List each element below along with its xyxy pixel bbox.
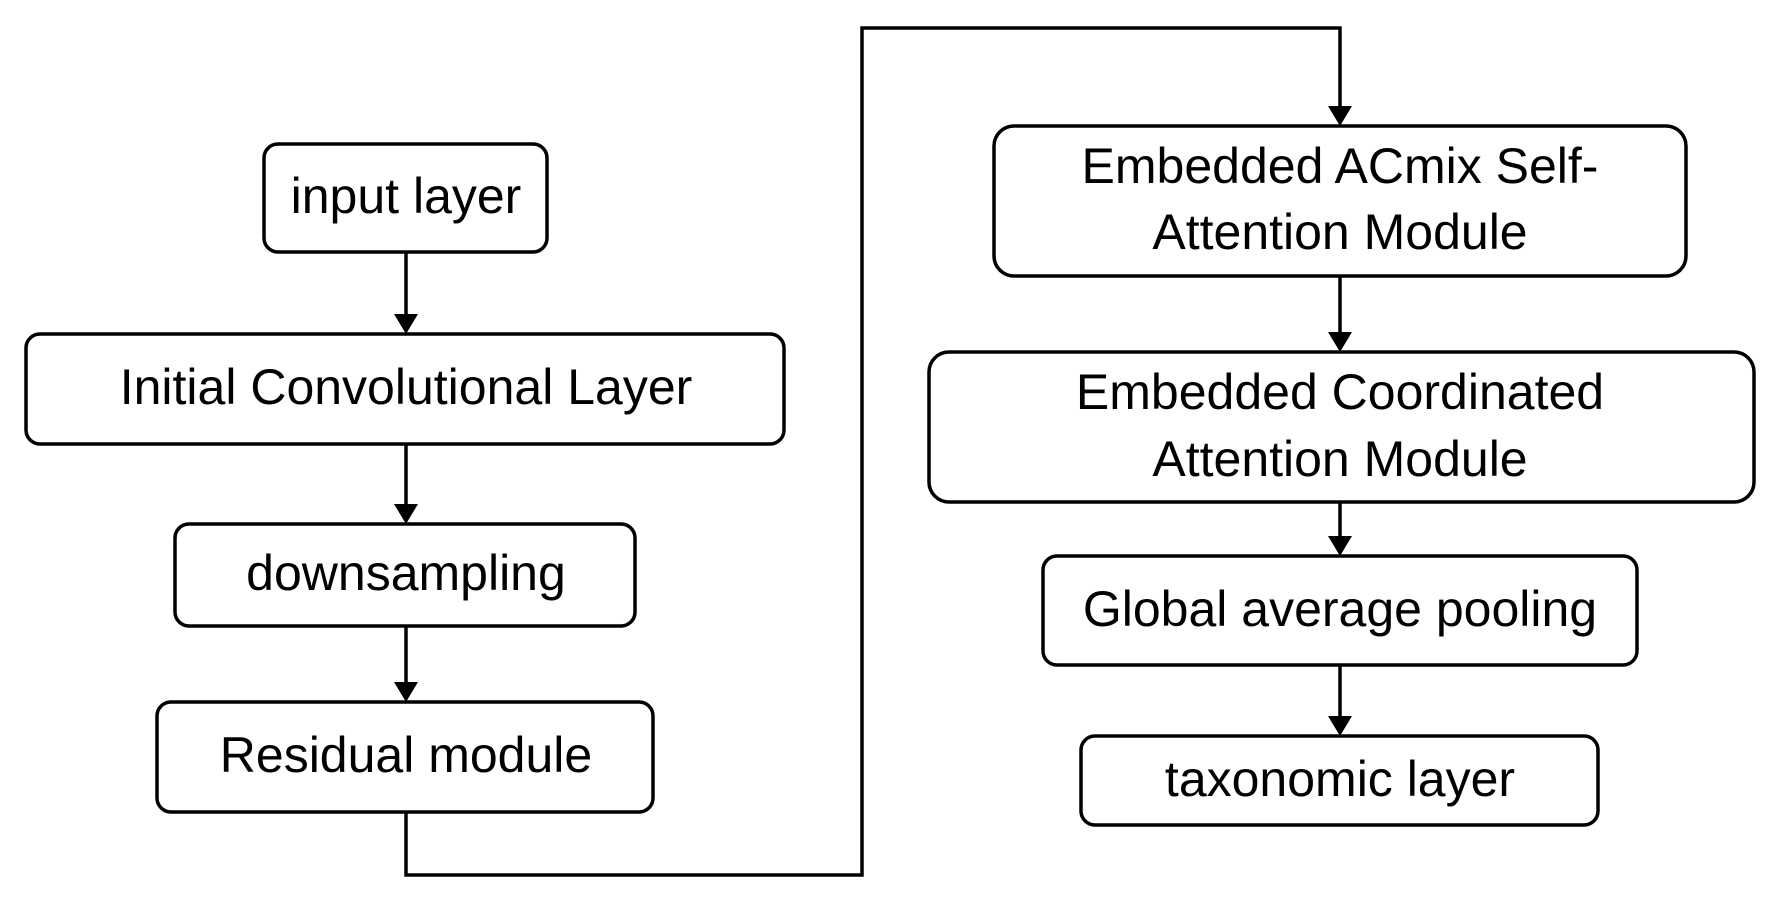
node-coordinated: Embedded Coordinated Attention Module <box>927 350 1756 504</box>
node-acmix: Embedded ACmix Self- Attention Module <box>992 124 1688 278</box>
node-gap-label: Global average pooling <box>1083 581 1597 637</box>
node-taxonomic-layer: taxonomic layer <box>1079 734 1600 827</box>
node-acmix-label-line1: Embedded ACmix Self- <box>1082 138 1599 194</box>
arrowhead-initial-conv <box>394 314 418 334</box>
arrowhead-taxonomic <box>1328 716 1352 736</box>
node-initial-conv-label: Initial Convolutional Layer <box>120 359 693 415</box>
edge-residual-to-acmix <box>404 26 1342 877</box>
arrowhead-coordinated <box>1328 332 1352 352</box>
node-input-layer-label: input layer <box>291 168 522 224</box>
arrowhead-residual <box>394 682 418 702</box>
node-input-layer: input layer <box>262 142 549 254</box>
node-coordinated-label-line1: Embedded Coordinated <box>1076 364 1604 420</box>
node-acmix-label-line2: Attention Module <box>1152 204 1527 260</box>
node-global-average-pooling: Global average pooling <box>1041 554 1639 667</box>
arrowhead-gap <box>1328 536 1352 556</box>
node-initial-conv: Initial Convolutional Layer <box>24 332 786 446</box>
node-coordinated-label-line2: Attention Module <box>1152 431 1527 487</box>
node-residual-label: Residual module <box>220 727 592 783</box>
connectors <box>394 26 1352 877</box>
node-downsampling: downsampling <box>173 522 637 628</box>
node-taxonomic-label: taxonomic layer <box>1165 751 1515 807</box>
arrowhead-acmix <box>1328 106 1352 126</box>
arrowhead-downsampling <box>394 504 418 524</box>
node-downsampling-label: downsampling <box>246 545 566 601</box>
node-residual: Residual module <box>155 700 655 814</box>
